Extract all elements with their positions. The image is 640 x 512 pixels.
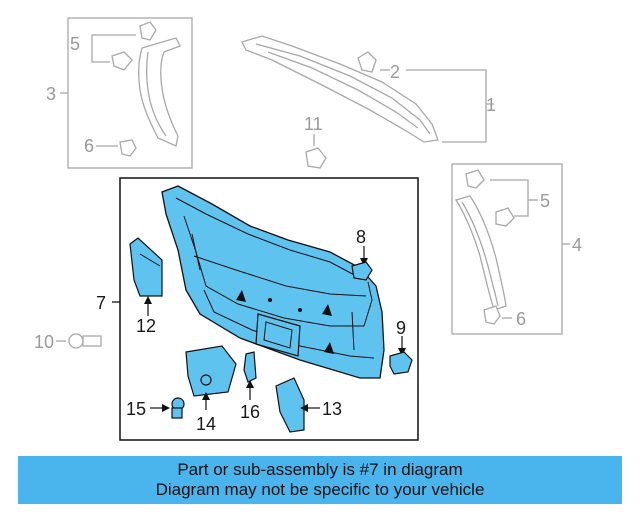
bolt-10-shank xyxy=(82,335,102,347)
part-10 xyxy=(56,333,102,349)
side-cover-12 xyxy=(129,237,163,297)
callout-1: 1 xyxy=(486,95,496,115)
callout-6-left: 6 xyxy=(84,136,94,156)
callout-15: 15 xyxy=(126,399,146,419)
bracket-9 xyxy=(389,351,413,375)
callout-13: 13 xyxy=(322,399,342,419)
callout-12: 12 xyxy=(136,316,156,336)
callout-3: 3 xyxy=(46,84,56,104)
nut-clip-11 xyxy=(305,147,327,169)
part-group-7 xyxy=(112,177,419,441)
exploded-view: 5 3 6 2 1 11 5 4 6 10 xyxy=(34,17,582,441)
clip-5-right-top xyxy=(465,169,485,189)
callout-7: 7 xyxy=(96,293,106,313)
bolt-10-head xyxy=(68,333,84,349)
callout-5-right: 5 xyxy=(540,191,550,211)
clip-8 xyxy=(351,261,373,281)
part-group-1 xyxy=(241,35,494,143)
group-7-box xyxy=(119,177,419,441)
clip-5-left-bottom xyxy=(111,51,133,71)
group-4-box xyxy=(451,163,563,335)
part-group-4 xyxy=(451,163,570,335)
banner-line-2: Diagram may not be specific to your vehi… xyxy=(155,480,485,499)
bolt-6-right xyxy=(483,305,501,325)
callout-16: 16 xyxy=(240,402,260,422)
header-trim xyxy=(241,35,439,143)
side-cover-13 xyxy=(275,377,305,433)
callout-8: 8 xyxy=(356,227,366,247)
right-pillar-trim xyxy=(454,195,507,311)
clip-16 xyxy=(243,351,257,383)
callout-14: 14 xyxy=(196,414,216,434)
part-group-3 xyxy=(60,17,193,169)
callout-4: 4 xyxy=(572,235,582,255)
callout-5-left: 5 xyxy=(70,34,80,54)
left-pillar-trim xyxy=(138,37,181,147)
callout-9: 9 xyxy=(396,318,406,338)
clip-2 xyxy=(357,51,377,73)
clip-5-right-bottom xyxy=(495,207,515,227)
clip-5-left-top xyxy=(139,21,157,41)
bolt-6-left xyxy=(119,139,137,157)
part-11 xyxy=(305,134,327,169)
callout-6-right: 6 xyxy=(516,309,526,329)
info-banner: Part or sub-assembly is #7 in diagram Di… xyxy=(18,456,622,504)
callout-2: 2 xyxy=(390,62,400,82)
callout-10: 10 xyxy=(34,332,54,352)
callout-11: 11 xyxy=(304,114,323,134)
banner-line-1: Part or sub-assembly is #7 in diagram xyxy=(177,460,463,479)
handle-cover-14 xyxy=(185,345,237,397)
